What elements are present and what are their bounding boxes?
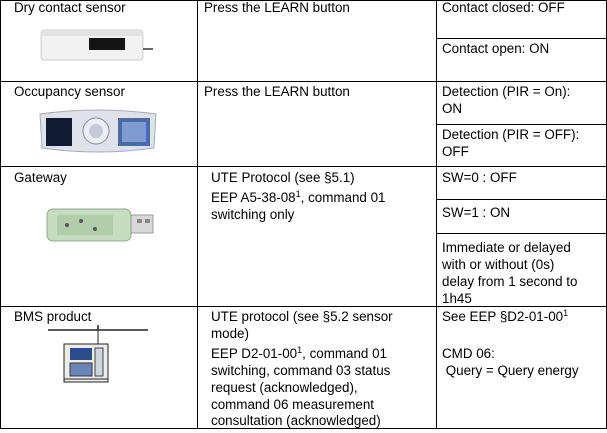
product-name: Gateway — [14, 170, 67, 185]
eep-code: EEP A5-38-08 — [211, 190, 296, 205]
usb-gateway-icon — [46, 208, 154, 242]
column-divider — [0, 0, 1, 429]
delay-description: 1h45 — [442, 291, 472, 306]
detection-off-value: OFF — [442, 144, 469, 159]
product-name: BMS product — [14, 309, 92, 324]
delay-description: with or without (0s) — [442, 257, 555, 272]
delay-description: delay from 1 second to — [442, 274, 578, 289]
eep-command: , command 01 — [300, 190, 386, 205]
dry-contact-sensor-icon — [40, 29, 153, 61]
cell-divider — [436, 124, 607, 125]
row-divider — [0, 0, 607, 1]
eep-line: EEP A5-38-081, command 01 — [211, 189, 386, 206]
detection-on-state: Detection (PIR = On): — [442, 84, 571, 99]
product-name: Dry contact sensor — [14, 0, 126, 15]
column-divider — [436, 0, 437, 429]
row-divider — [0, 428, 607, 429]
sw1-state: SW=1 : ON — [442, 205, 511, 220]
command-description: consultation (acknowledged) — [211, 413, 381, 428]
row-divider — [0, 306, 607, 307]
protocol-line: mode) — [211, 326, 249, 341]
delay-description: Immediate or delayed — [442, 240, 571, 255]
column-divider — [197, 0, 198, 429]
contact-closed-state: Contact closed: OFF — [442, 0, 565, 15]
learn-instruction: Press the LEARN button — [204, 84, 350, 99]
eep-code: EEP D2-01-00 — [211, 346, 298, 361]
detection-off-state: Detection (PIR = OFF): — [442, 127, 580, 142]
switching-line: switching only — [211, 207, 295, 222]
sw0-state: SW=0 : OFF — [442, 170, 517, 185]
cmd06-label: CMD 06: — [442, 346, 495, 361]
occupancy-sensor-icon — [39, 109, 157, 153]
command-description: command 06 measurement — [211, 397, 374, 412]
product-name: Occupancy sensor — [14, 84, 125, 99]
protocol-line: UTE protocol (see §5.2 sensor — [211, 309, 393, 324]
row-divider — [0, 166, 607, 167]
eep-reference: See EEP §D2-01-001 — [442, 308, 568, 325]
footnote-marker: 1 — [563, 308, 569, 318]
cell-divider — [436, 233, 607, 234]
bms-controller-icon — [48, 325, 148, 383]
command-description: request (acknowledged), — [211, 380, 358, 395]
query-energy-line: Query = Query energy — [442, 363, 579, 378]
eep-line: EEP D2-01-001, command 01 — [211, 345, 387, 362]
detection-on-value: ON — [442, 101, 463, 116]
command-description: switching, command 03 status — [211, 363, 391, 378]
protocol-line: UTE Protocol (see §5.1) — [211, 170, 355, 185]
contact-open-state: Contact open: ON — [442, 41, 550, 56]
footnote-marker: 1 — [297, 345, 303, 355]
footnote-marker: 1 — [295, 189, 301, 199]
eep-reference-text: See EEP §D2-01-00 — [442, 309, 564, 324]
eep-command: , command 01 — [302, 346, 387, 361]
cell-divider — [436, 38, 607, 39]
learn-instruction: Press the LEARN button — [204, 0, 350, 15]
cell-divider — [436, 199, 607, 200]
row-divider — [0, 81, 607, 82]
